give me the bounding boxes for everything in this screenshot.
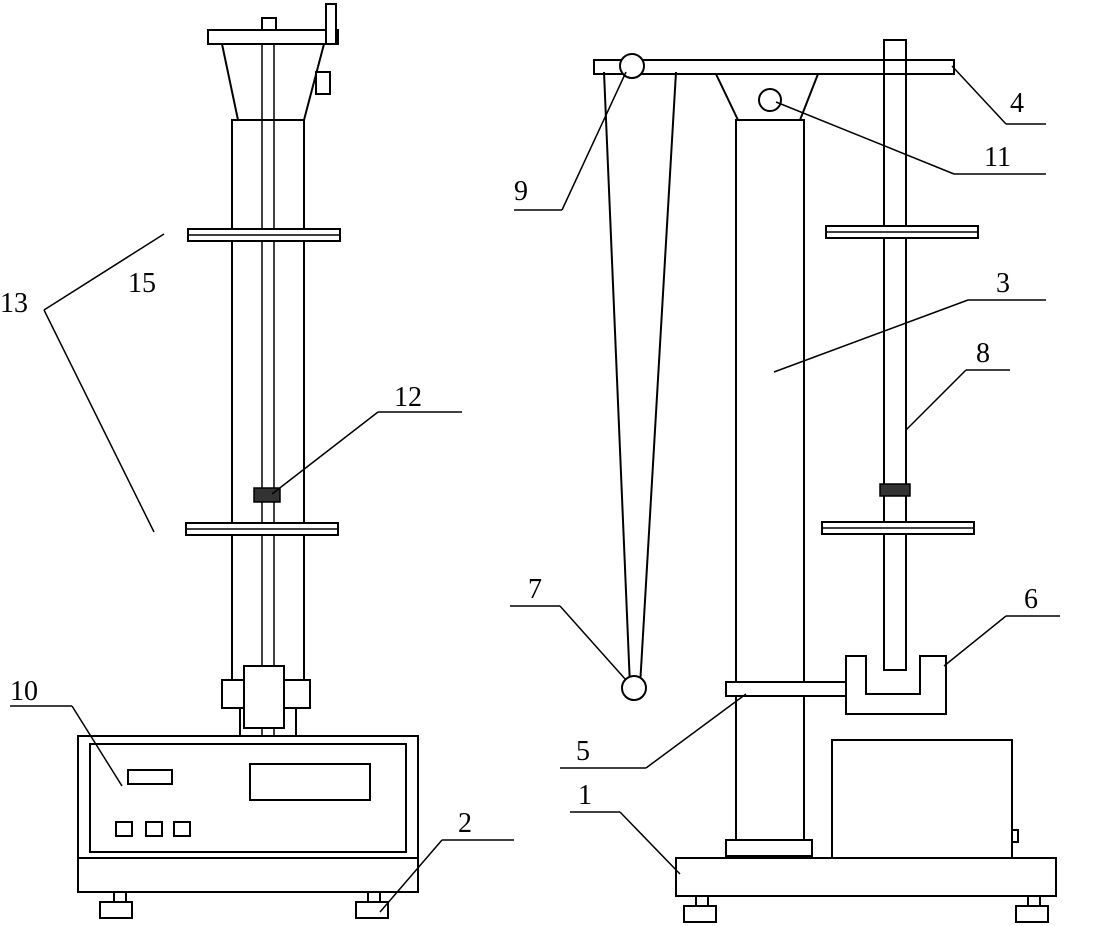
- label-clamp-holder: 6: [1024, 584, 1038, 615]
- left-rod-clamp: [253, 487, 281, 503]
- pendulum: [603, 53, 677, 701]
- control-box: [77, 735, 419, 893]
- label-guide-plates: 13: [0, 288, 28, 319]
- pendulum-bob: [621, 675, 647, 701]
- right-rod-clamp: [879, 483, 911, 497]
- label-pivot: 9: [514, 176, 528, 207]
- instrument-box: [831, 739, 1013, 859]
- top-cap: [207, 3, 339, 121]
- label-rod-clamp: 12: [394, 382, 422, 413]
- label-top-beam: 4: [1010, 88, 1024, 119]
- label-pendulum-bob: 7: [528, 574, 542, 605]
- left-view: [77, 3, 419, 919]
- right-column: [735, 119, 805, 841]
- pivot-ball: [619, 53, 645, 79]
- right-feet: [683, 895, 1049, 923]
- left-carriage: [221, 665, 311, 740]
- label-sample-rod: 8: [976, 338, 990, 369]
- top-beam: [593, 59, 955, 75]
- right-plate-lower: [821, 521, 975, 535]
- label-control-box: 10: [10, 676, 38, 707]
- support-arm: [725, 681, 847, 697]
- left-plate-upper: [187, 228, 341, 242]
- label-column: 3: [996, 268, 1010, 299]
- leader-lines: [10, 65, 1060, 913]
- knob: [758, 88, 782, 112]
- callout-labels: 13 15 12 10 2 9 4 11 3 8 6 7 5 1: [0, 88, 1038, 839]
- label-base: 1: [578, 780, 592, 811]
- left-column: [231, 44, 305, 740]
- left-feet: [99, 891, 389, 919]
- right-plate-upper: [825, 225, 979, 239]
- right-view: [593, 39, 1057, 923]
- sample-rod: [883, 39, 907, 671]
- right-base: [675, 857, 1057, 897]
- label-foot: 2: [458, 808, 472, 839]
- column-foot: [725, 839, 813, 857]
- label-support-arm: 5: [576, 736, 590, 767]
- label-plate-gap: 15: [128, 268, 156, 299]
- left-plate-lower: [185, 522, 339, 536]
- clamp-holder: [845, 655, 947, 715]
- label-knob: 11: [984, 142, 1011, 173]
